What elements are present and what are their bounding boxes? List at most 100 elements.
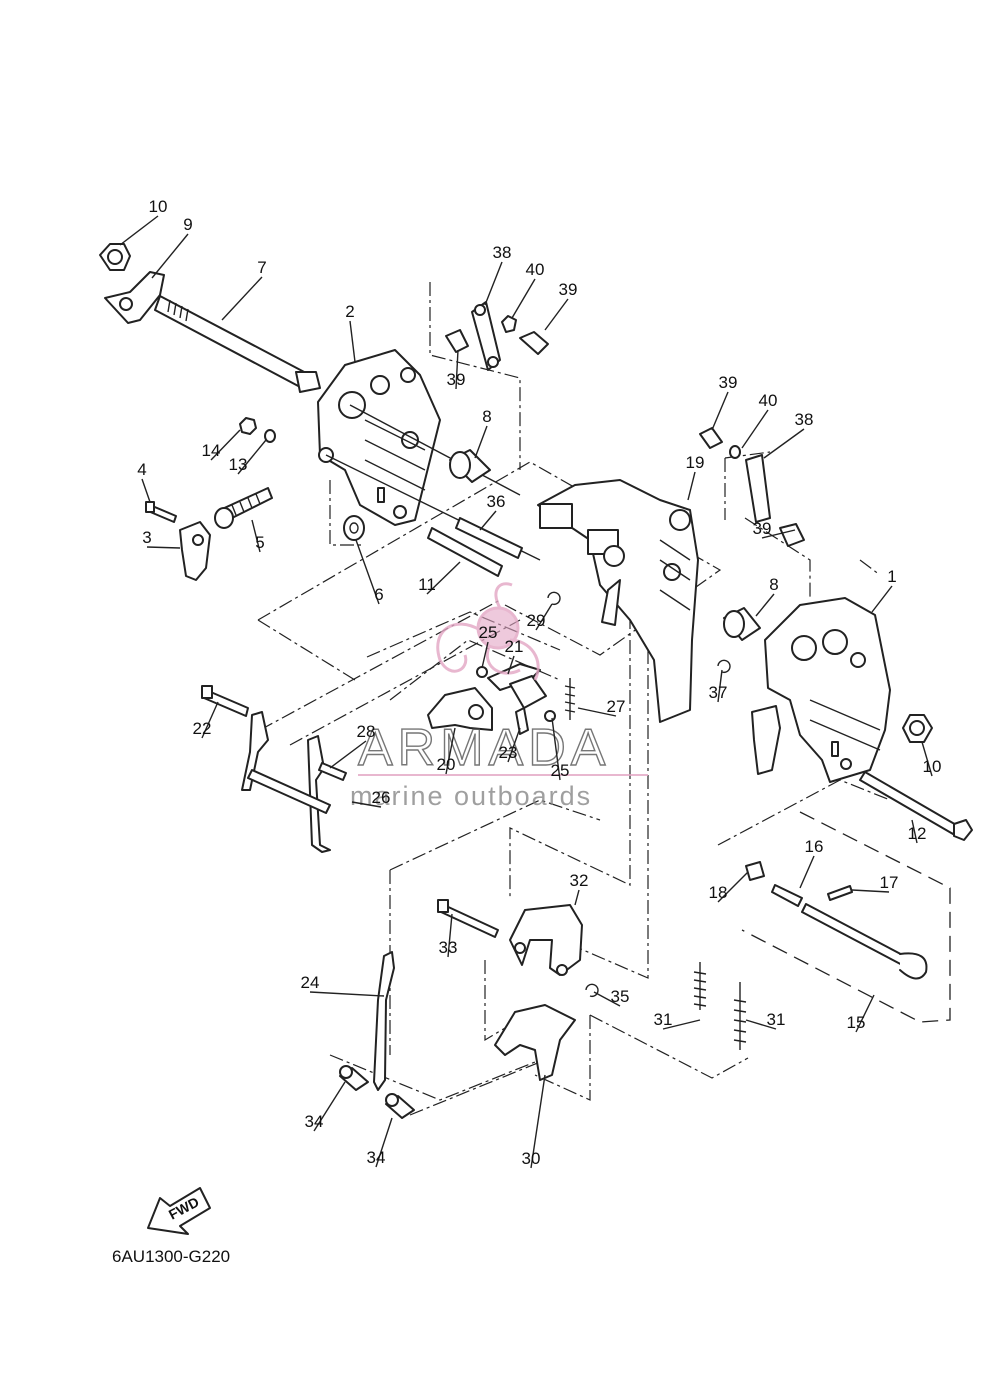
callout-label: 39 <box>753 519 772 538</box>
callout-label: 31 <box>654 1010 673 1029</box>
part-washer-40-top <box>501 315 517 333</box>
callout-leader <box>355 539 380 605</box>
part-shift-lever-26 <box>241 711 331 853</box>
diagram-code: 6AU1300-G220 <box>112 1247 230 1266</box>
callout-leader <box>511 278 536 319</box>
part-washer-40-right <box>729 445 741 459</box>
callout-leader <box>871 585 893 613</box>
part-pin-17 <box>827 885 853 901</box>
part-bushing-8-left <box>449 449 491 483</box>
armada-watermark: ARMADA marine outboards <box>350 582 648 811</box>
callout-label: 39 <box>559 280 578 299</box>
callout-label: 35 <box>611 987 630 1006</box>
callout-leader <box>141 478 151 503</box>
callout-leader <box>577 707 617 717</box>
callout-leader <box>687 471 696 501</box>
part-bracket-30 <box>494 1004 576 1081</box>
callout-label: 36 <box>487 492 506 511</box>
callout-label: 13 <box>229 455 248 474</box>
callout-leader <box>251 519 261 553</box>
callout-label: 8 <box>769 575 778 594</box>
callout-label: 12 <box>908 824 927 843</box>
callout-leader <box>455 349 459 390</box>
part-grease-nipple-18 <box>745 861 765 881</box>
callout-label: 38 <box>795 410 814 429</box>
callout-leader <box>761 529 796 539</box>
callout-label: 32 <box>570 871 589 890</box>
part-spring-31-left <box>693 962 707 1010</box>
callout-label: 40 <box>526 260 545 279</box>
callout-leader <box>593 991 621 1007</box>
callout-leader <box>507 727 521 763</box>
callout-leader <box>201 701 219 739</box>
fwd-arrow-icon: FWD <box>147 1187 211 1235</box>
callout-label: 19 <box>686 453 705 472</box>
part-link-38-right <box>745 454 771 523</box>
callout-label: 6 <box>374 585 383 604</box>
part-nut-10-left <box>99 243 131 271</box>
part-spacer-34-right <box>385 1093 415 1119</box>
callout-label: 25 <box>479 623 498 642</box>
callout-label: 20 <box>437 755 456 774</box>
callout-leader <box>741 409 769 449</box>
callout-leader <box>574 889 580 906</box>
part-bracket-1 <box>751 597 891 783</box>
part-bolt-39-top-right <box>519 331 549 355</box>
part-spring-31-right <box>733 982 747 1050</box>
callout-label: 8 <box>482 407 491 426</box>
callout-label: 3 <box>142 528 151 547</box>
callout-label: 2 <box>345 302 354 321</box>
part-nut-10-right <box>902 714 933 743</box>
callout-label: 5 <box>255 533 264 552</box>
callout-label: 21 <box>505 637 524 656</box>
callout-label: 7 <box>257 258 266 277</box>
callout-leader <box>799 855 815 889</box>
callout-label: 38 <box>493 243 512 262</box>
watermark-subtitle: marine outboards <box>350 781 592 811</box>
callout-leader <box>309 991 385 997</box>
callout-leader <box>426 561 461 595</box>
part-pin-16 <box>771 884 803 907</box>
callout-label: 39 <box>719 373 738 392</box>
part-rod-24 <box>373 951 395 1091</box>
part-bolt-4 <box>145 501 177 523</box>
part-spacer-34-left <box>339 1065 369 1091</box>
callout-label: 24 <box>301 973 320 992</box>
part-pin-23 <box>515 707 529 735</box>
callout-label: 17 <box>880 873 899 892</box>
callout-label: 29 <box>527 611 546 630</box>
callout-label: 9 <box>183 215 192 234</box>
callout-leader <box>479 510 497 531</box>
callout-leader <box>711 391 729 431</box>
callout-label: 15 <box>847 1013 866 1032</box>
armada-octopus-logo <box>436 582 540 681</box>
callout-label: 16 <box>805 837 824 856</box>
callout-label: 39 <box>447 370 466 389</box>
callout-label: 11 <box>418 575 436 594</box>
callout-label: 10 <box>923 757 942 776</box>
callout-leader <box>855 994 875 1033</box>
part-lever-3 <box>179 521 211 581</box>
callout-label: 40 <box>759 391 778 410</box>
callout-leader <box>911 819 918 844</box>
callout-leader <box>375 1117 393 1168</box>
callout-leader <box>351 801 382 808</box>
part-bracket-32 <box>509 904 583 976</box>
callout-label: 30 <box>522 1149 541 1168</box>
callout-label: 1 <box>887 567 896 586</box>
part-spring-27 <box>564 678 576 720</box>
callout-leader <box>535 603 553 631</box>
callout-leader <box>210 429 241 461</box>
callout-label: 34 <box>367 1148 386 1167</box>
callout-leader <box>717 669 723 703</box>
callout-label: 14 <box>202 441 221 460</box>
callout-leader <box>921 741 933 777</box>
part-shaft-7 <box>154 295 321 393</box>
callout-leader <box>474 425 488 459</box>
part-nut-14 <box>239 417 257 435</box>
watermark-title: ARMADA <box>358 719 610 777</box>
callout-leader <box>763 428 805 459</box>
part-washer-13 <box>264 429 276 443</box>
